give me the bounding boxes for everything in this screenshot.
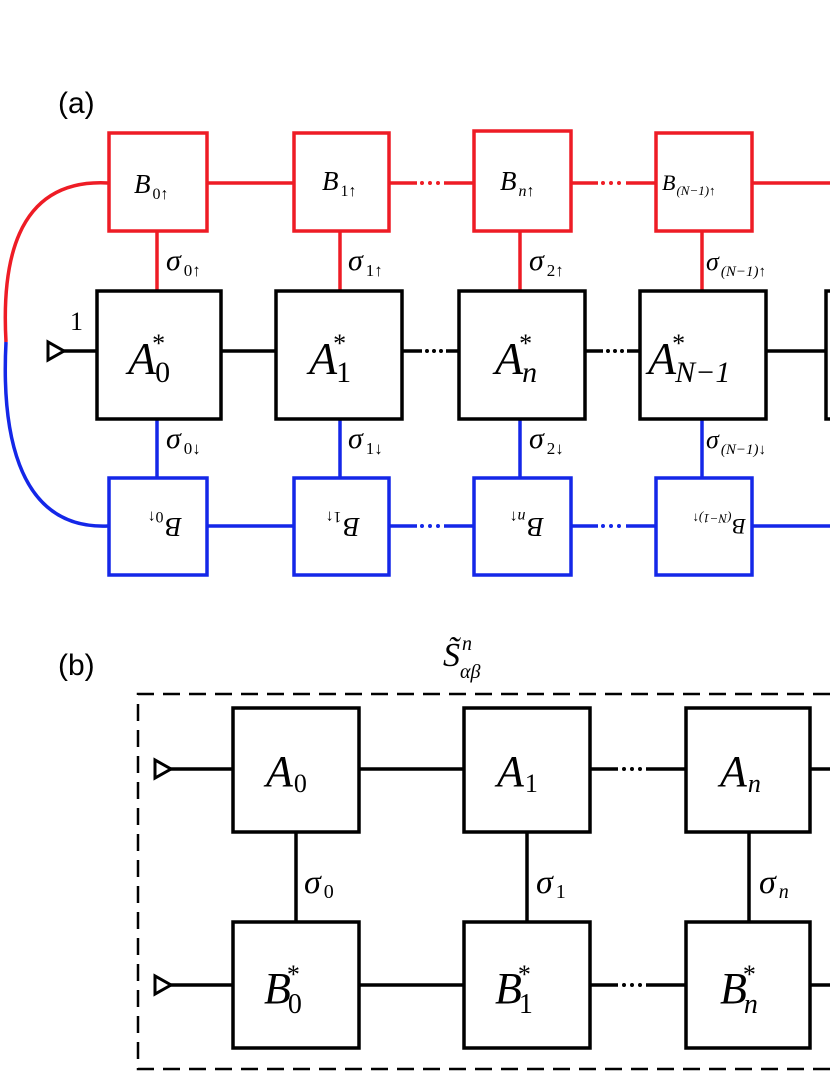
b0-down-label: B0↑ bbox=[148, 508, 183, 542]
panel-b-boxes bbox=[231, 706, 812, 1050]
panel-b-top-labels: A0 A1 An bbox=[263, 747, 761, 798]
tensor-box-bN-down bbox=[654, 476, 754, 577]
mid-row-boxes bbox=[95, 289, 830, 421]
left-index-label: 1 bbox=[70, 307, 83, 336]
b0-star-label: B*0 bbox=[264, 960, 302, 1020]
red-legs bbox=[155, 231, 704, 291]
panel-b-bonds bbox=[162, 767, 830, 987]
black-ellipsis-dots-a bbox=[425, 349, 624, 353]
tensor-box-a1-star bbox=[274, 289, 404, 421]
tensor-box-b1-down bbox=[292, 476, 391, 577]
aN-star-label: A*N−1 bbox=[645, 329, 730, 389]
a1-star-label: A*1 bbox=[306, 329, 351, 389]
bottom-row-labels: B0↑ B1↑ Bn↑ B(N−1)↑ bbox=[148, 508, 747, 542]
b1-down-label: B1↑ bbox=[326, 508, 361, 542]
panel-b-bottom-labels: B*0 B*1 B*n bbox=[264, 960, 758, 1020]
bn-star-label: B*n bbox=[720, 960, 758, 1020]
an-star-label: A*n bbox=[492, 329, 537, 389]
tensor-box-bn-down bbox=[472, 476, 573, 577]
bN-up-label: B(N−1)↑ bbox=[662, 170, 716, 198]
tensor-box-b1-star bbox=[462, 920, 592, 1050]
tensor-box-an-star bbox=[457, 289, 587, 421]
a1-label: A1 bbox=[494, 747, 538, 798]
sigma-N-up-label: σ(N−1)↑ bbox=[706, 247, 766, 280]
tensor-box-b1-up bbox=[292, 131, 391, 233]
mid-row-labels: A*0 A*1 A*n A*N−1 bbox=[125, 329, 730, 389]
red-ellipsis-dots bbox=[420, 181, 621, 185]
tensor-box-a1 bbox=[462, 706, 592, 834]
tensor-box-bn-up bbox=[472, 129, 573, 233]
tensor-box-b0-up bbox=[107, 131, 209, 233]
input-triangle-b-bottom bbox=[153, 973, 175, 997]
an-label: An bbox=[717, 747, 761, 798]
tensor-box-bN-up bbox=[654, 131, 754, 233]
top-row-boxes bbox=[107, 129, 754, 233]
red-closing-arc bbox=[3, 181, 109, 343]
tensor-box-clipped bbox=[824, 289, 830, 421]
tensor-box-b0-star bbox=[231, 920, 361, 1050]
bN-down-label: B(N−1)↑ bbox=[692, 511, 746, 539]
tensor-box-b0-down bbox=[107, 476, 209, 577]
panel-b-label: (b) bbox=[58, 649, 95, 682]
tensor-box-a0 bbox=[231, 706, 361, 834]
input-triangle-a bbox=[46, 339, 68, 363]
blue-closing-arc bbox=[3, 341, 109, 528]
dashed-enclosure bbox=[136, 692, 830, 1071]
bn-down-label: Bn↑ bbox=[510, 508, 545, 542]
input-triangle-b-top bbox=[153, 757, 175, 781]
tensor-box-a0-star bbox=[95, 289, 223, 421]
blue-ellipsis-dots bbox=[420, 524, 621, 528]
black-ellipsis-dots-b bbox=[622, 767, 642, 987]
tensor-box-aN-star bbox=[638, 289, 768, 421]
blue-legs bbox=[155, 419, 704, 478]
tensor-box-bn-star bbox=[684, 920, 812, 1050]
tensor-box-an bbox=[684, 706, 812, 834]
panel-a-label: (a) bbox=[58, 87, 95, 120]
bottom-row-boxes bbox=[107, 476, 754, 577]
a0-label: A0 bbox=[263, 747, 307, 798]
sigma-N-down-label: σ(N−1)↓ bbox=[706, 425, 766, 458]
a0-star-label: A*0 bbox=[125, 329, 170, 389]
b1-star-label: B*1 bbox=[495, 960, 533, 1020]
